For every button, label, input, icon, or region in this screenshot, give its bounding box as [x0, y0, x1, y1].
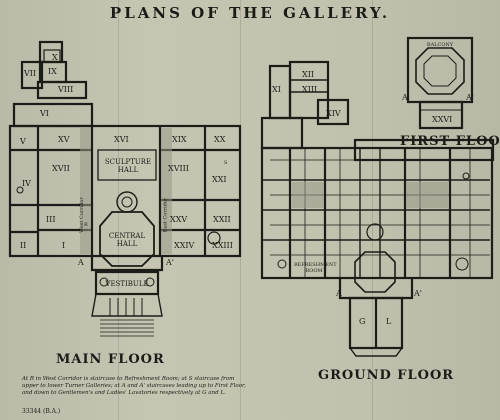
marker-a-prime: A'	[166, 258, 174, 267]
room-label: XXV	[170, 215, 188, 224]
room-label: XII	[302, 70, 315, 79]
marker-r: R	[84, 222, 88, 228]
room-label: XVI	[114, 135, 129, 144]
vestibule-label: VESTIBULE	[105, 280, 149, 288]
room-label: VIII	[58, 85, 74, 94]
room-label: XXII	[213, 215, 231, 224]
room-label: I	[62, 241, 66, 250]
main-floor-plan	[8, 40, 242, 337]
central-hall-label: CENTRAL HALL	[108, 232, 146, 248]
room-label: XXI	[212, 175, 227, 184]
marker-a: A	[336, 289, 342, 298]
room-label: XI	[272, 85, 281, 94]
room-label: XVIII	[168, 164, 189, 173]
west-corridor-fill	[80, 128, 91, 254]
room-label: III	[46, 215, 56, 224]
room-label: XV	[58, 135, 70, 144]
room-label: XIX	[172, 135, 187, 144]
room-label: II	[20, 241, 27, 250]
east-corridor-fill	[161, 128, 172, 254]
room-label: XIII	[302, 85, 318, 94]
room-label: XIV	[326, 109, 341, 118]
room-label: IV	[22, 179, 31, 188]
refreshment-room-label: REFRESHMENT ROOM	[294, 262, 337, 274]
room-label: XX	[214, 135, 226, 144]
first-floor-plan	[406, 36, 474, 130]
caption-note: At R in West Corridor is staircase to Re…	[22, 376, 246, 396]
marker-a: A	[78, 258, 84, 267]
room-label: V	[20, 137, 26, 146]
room-label: X	[52, 53, 58, 62]
room-label: IX	[48, 67, 57, 76]
east-corridor-label: East Corridor	[162, 197, 169, 233]
marker-a: A	[402, 93, 408, 102]
ground-floor-plan	[260, 60, 495, 357]
page-title: PLANS OF THE GALLERY.	[109, 4, 391, 22]
room-label: XXIV	[174, 241, 195, 250]
room-label: XXVI	[432, 115, 453, 124]
room-label: VII	[24, 69, 37, 78]
first-floor-label: FIRST FLOOR	[400, 134, 500, 149]
lavatory-g-label: G	[359, 317, 366, 326]
ground-hatch-fill	[406, 182, 448, 208]
main-floor-label: MAIN FLOOR	[56, 352, 165, 367]
room-label: XXIII	[212, 241, 233, 250]
ground-floor-label: GROUND FLOOR	[318, 368, 455, 383]
room-label: XVII	[52, 164, 70, 173]
room-label: VI	[40, 109, 49, 118]
marker-s: S	[224, 160, 228, 166]
ground-hatch-fill	[292, 182, 324, 208]
marker-a-prime: A'	[466, 93, 474, 102]
sculpture-hall-label: SCULPTURE HALL	[104, 158, 152, 174]
marker-a-prime: A'	[414, 289, 422, 298]
lavatory-l-label: L	[386, 317, 392, 326]
document-number: 33344 (B.A.)	[22, 408, 61, 415]
balcony-label: BALCONY	[426, 42, 454, 48]
paper-fold	[118, 0, 119, 420]
